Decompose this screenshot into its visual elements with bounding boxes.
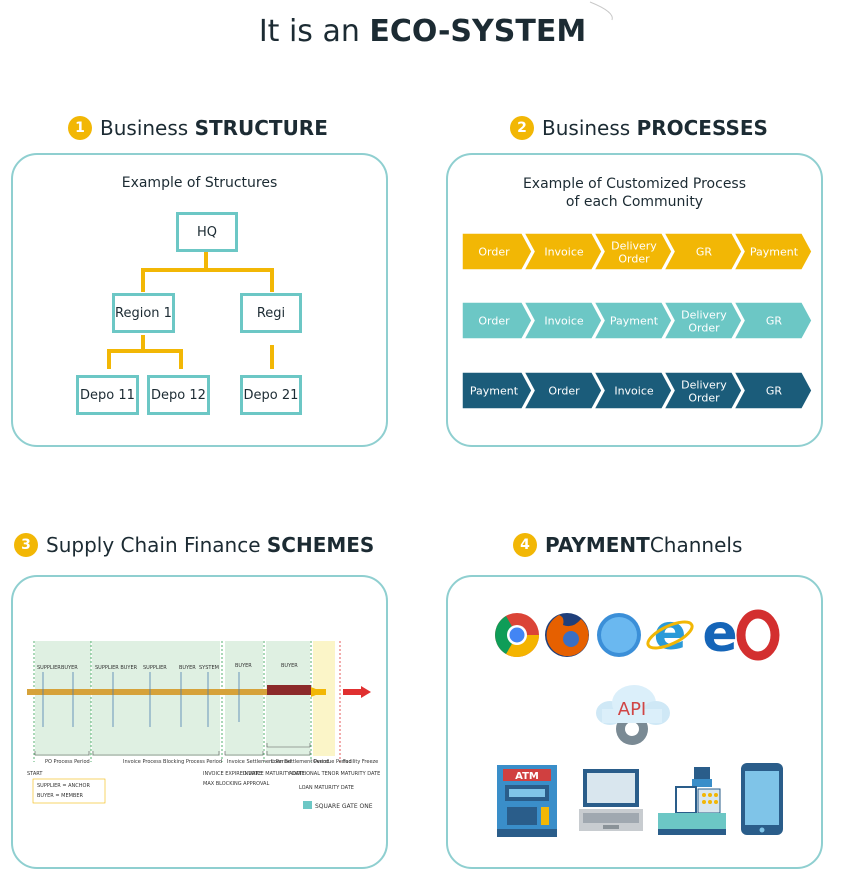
svg-text:Overdue Period: Overdue Period xyxy=(313,759,352,765)
process-step-chevron xyxy=(522,301,603,340)
svg-text:e: e xyxy=(654,605,687,661)
svg-text:SUPPLIER = ANCHOR: SUPPLIER = ANCHOR xyxy=(37,783,90,789)
svg-text:Invoice Process Blocking Proce: Invoice Process Blocking Process Period xyxy=(123,759,222,765)
structure-panel: Example of Structures HQ Region 1 Regi D… xyxy=(11,153,388,447)
process-step-chevron xyxy=(461,371,533,410)
safari-icon xyxy=(597,613,641,657)
process-step-label: GR xyxy=(766,315,783,328)
payment-icons: e e API ATM xyxy=(495,604,783,837)
org-connectors xyxy=(107,252,274,369)
process-step-label: Invoice xyxy=(614,385,654,398)
payment-panel: e e API ATM xyxy=(446,575,823,869)
svg-text:SUPPLIER BUYER: SUPPLIER BUYER xyxy=(95,665,138,671)
process-step-chevron xyxy=(662,371,743,410)
svg-text:Invoice Settlement Period: Invoice Settlement Period xyxy=(227,759,291,765)
svg-text:SUPPLIER: SUPPLIER xyxy=(143,665,167,671)
process-step-label: Order xyxy=(548,385,580,398)
process-step-label: Order xyxy=(478,315,510,328)
svg-text:ATM: ATM xyxy=(515,771,539,782)
svg-text:INVOICE EXPIRED DATE: INVOICE EXPIRED DATE xyxy=(203,771,261,777)
org-node-depo-11: Depo 11 xyxy=(76,375,139,415)
process-step-label: Payment xyxy=(750,246,799,259)
process-step-chevron xyxy=(522,232,603,271)
page-title: It is an ECO-SYSTEM xyxy=(258,14,587,49)
svg-text:BUYER: BUYER xyxy=(179,665,196,671)
process-step-chevron xyxy=(592,371,673,410)
process-step-label: Order xyxy=(478,246,510,259)
process-step-label: Order xyxy=(618,253,650,266)
process-step-label: Payment xyxy=(470,385,519,398)
section-processes-heading: 2 Business PROCESSES xyxy=(510,116,768,140)
process-step-label: Payment xyxy=(610,315,659,328)
section-payment-heading: 4 PAYMENT Channels xyxy=(513,533,742,557)
process-step-label: Invoice xyxy=(544,315,584,328)
api-cloud-icon: API xyxy=(596,685,670,745)
org-node-hq: HQ xyxy=(176,212,238,252)
svg-text:API: API xyxy=(618,699,646,720)
svg-text:Loan Settlement Period: Loan Settlement Period xyxy=(271,759,329,765)
process-step-chevron xyxy=(522,371,603,410)
svg-text:BUYER = MEMBER: BUYER = MEMBER xyxy=(37,793,84,799)
atm-icon: ATM xyxy=(497,765,557,837)
process-step-chevron xyxy=(732,371,813,410)
process-step-label: GR xyxy=(766,385,783,398)
process-step-label: Invoice xyxy=(544,246,584,259)
step-number-badge: 2 xyxy=(510,116,534,140)
svg-text:MAX BLOCKING APPROVAL: MAX BLOCKING APPROVAL xyxy=(203,781,269,787)
section-schemes-heading: 3 Supply Chain Finance SCHEMES xyxy=(14,533,374,557)
step-number-badge: 3 xyxy=(14,533,38,557)
process-step-chevron xyxy=(732,301,813,340)
opera-icon xyxy=(736,609,780,661)
process-step-chevron xyxy=(662,232,743,271)
svg-text:SUPPLIER: SUPPLIER xyxy=(37,665,61,671)
scf-scheme-timeline: SUPPLIER BUYER SUPPLIER BUYER SUPPLIER B… xyxy=(27,641,380,810)
svg-text:PO Process Period: PO Process Period xyxy=(45,759,90,765)
process-step-chevron xyxy=(461,301,533,340)
process-step-chevron xyxy=(732,232,813,271)
chrome-icon xyxy=(495,613,539,657)
step-number-badge: 4 xyxy=(513,533,537,557)
svg-text:ADDITIONAL TENOR MATURITY DATE: ADDITIONAL TENOR MATURITY DATE xyxy=(289,771,380,777)
process-step-label: Delivery xyxy=(681,309,727,322)
processes-panel: Example of Customized Process of each Co… xyxy=(446,153,823,447)
section-structure-heading: 1 Business STRUCTURE xyxy=(68,116,328,140)
svg-text:INVOICE MATURITY DATE: INVOICE MATURITY DATE xyxy=(243,771,305,777)
svg-text:BUYER: BUYER xyxy=(281,663,298,669)
decorative-arc xyxy=(589,1,613,21)
svg-text:LOAN MATURITY DATE: LOAN MATURITY DATE xyxy=(299,785,354,791)
process-step-chevron xyxy=(662,301,743,340)
process-step-label: Delivery xyxy=(681,379,727,392)
org-node-region-1: Region 1 xyxy=(112,293,175,333)
svg-text:e: e xyxy=(702,604,737,664)
process-step-label: Order xyxy=(688,392,720,405)
process-step-label: Delivery xyxy=(611,240,657,253)
svg-text:SYSTEM: SYSTEM xyxy=(199,665,219,671)
org-node-depo-21: Depo 21 xyxy=(240,375,302,415)
svg-text:Facility Freeze: Facility Freeze xyxy=(343,759,378,765)
laptop-icon xyxy=(579,769,643,831)
schemes-panel: SUPPLIER BUYER SUPPLIER BUYER SUPPLIER B… xyxy=(11,575,388,869)
process-step-chevron xyxy=(592,301,673,340)
svg-text:BUYER: BUYER xyxy=(235,663,252,669)
org-node-region-2: Regi xyxy=(240,293,302,333)
firefox-icon xyxy=(545,613,589,657)
structure-caption: Example of Structures xyxy=(121,175,278,191)
process-step-label: Order xyxy=(688,322,720,335)
cash-register-icon xyxy=(658,767,726,835)
smartphone-icon xyxy=(741,763,783,835)
svg-text:BUYER: BUYER xyxy=(61,665,78,671)
svg-text:SQUARE GATE ONE: SQUARE GATE ONE xyxy=(315,803,373,810)
process-step-chevron xyxy=(592,232,673,271)
process-step-chevron xyxy=(461,232,533,271)
process-step-label: GR xyxy=(696,246,713,259)
org-node-depo-12: Depo 12 xyxy=(147,375,210,415)
phase-columns xyxy=(35,641,335,756)
processes-caption: Example of Customized Process of each Co… xyxy=(522,176,747,210)
svg-text:START: START xyxy=(27,771,43,777)
edge-icon: e xyxy=(702,604,737,664)
ie-icon: e xyxy=(646,605,694,661)
step-number-badge: 1 xyxy=(68,116,92,140)
